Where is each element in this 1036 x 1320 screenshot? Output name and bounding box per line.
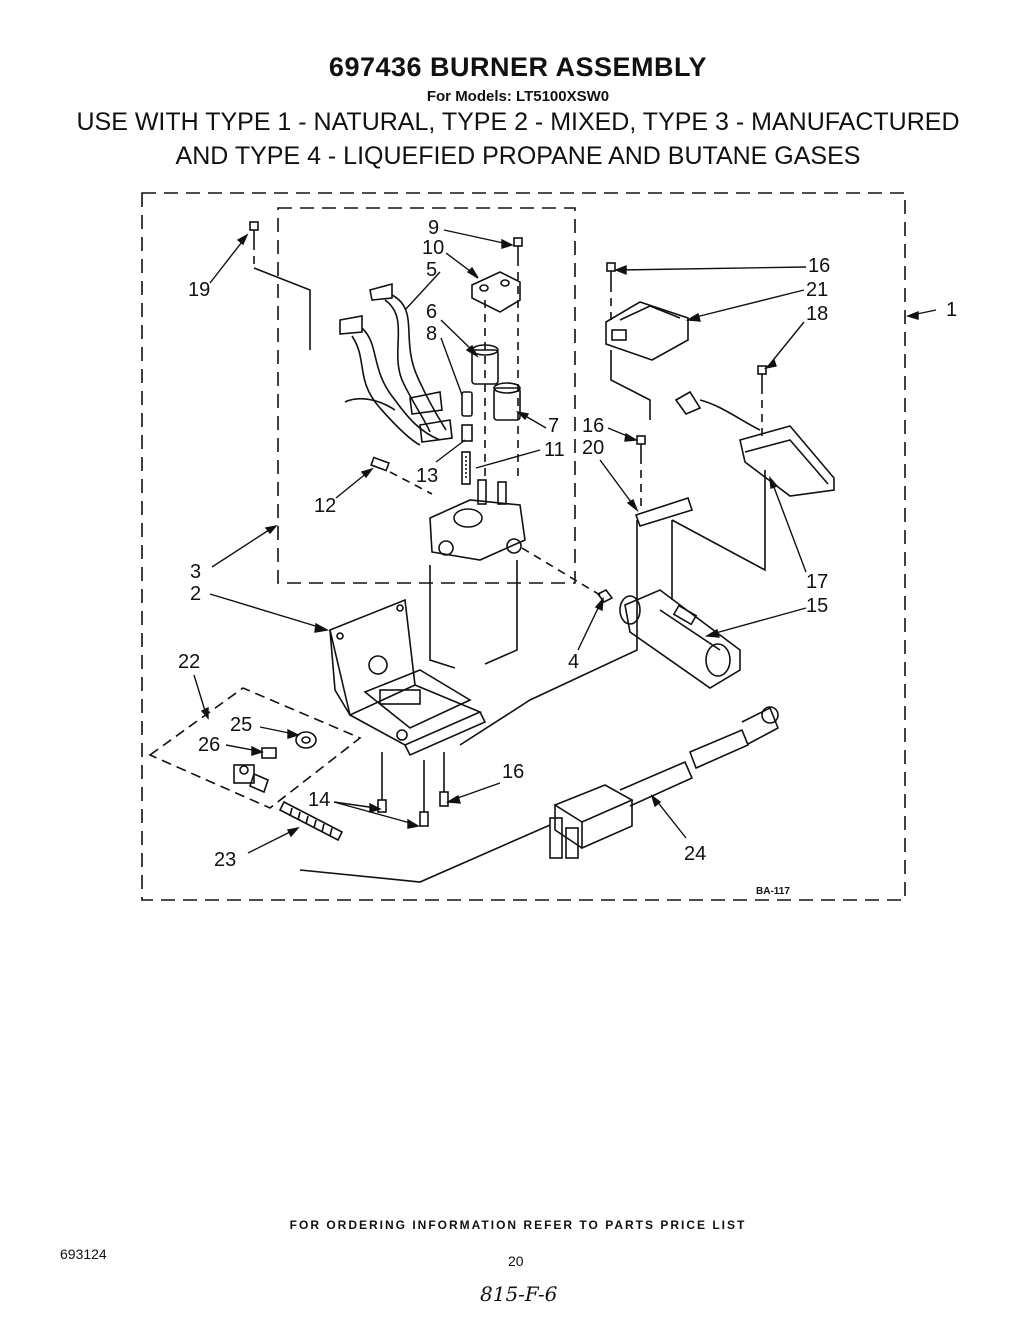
assembly-outline (141, 192, 906, 901)
callout-16-bottom: 16 (502, 761, 524, 783)
callout-19: 19 (188, 279, 210, 301)
callout-16-top: 16 (808, 255, 830, 277)
page-title: 697436 BURNER ASSEMBLY (328, 52, 708, 82)
callout-5: 5 (426, 259, 437, 281)
figure-code: BA-117 (756, 886, 790, 897)
callout-8: 8 (426, 323, 437, 345)
wire-harness (369, 282, 393, 301)
callout-25: 25 (230, 714, 252, 736)
callout-21: 21 (806, 279, 828, 301)
fitting-26 (261, 747, 277, 759)
orifice-4 (596, 588, 614, 604)
screw-16-bottom-icon (439, 752, 449, 807)
callout-15: 15 (806, 595, 828, 617)
ignitor-bracket-21 (605, 301, 689, 361)
gas-valve-body (429, 479, 526, 561)
burner-tube (619, 589, 741, 689)
callout-3: 3 (190, 561, 201, 583)
callout-9: 9 (428, 217, 439, 239)
callout-1: 1 (946, 299, 957, 321)
callout-11: 11 (544, 439, 565, 461)
callout-4: 4 (568, 651, 579, 673)
screw-9-icon (513, 237, 523, 258)
coil-6-icon (471, 344, 499, 385)
callout-2: 2 (190, 583, 201, 605)
valve-group-outline (277, 207, 576, 584)
gas-type-line-1: USE WITH TYPE 1 - NATURAL, TYPE 2 - MIXE… (76, 108, 960, 136)
callout-14: 14 (308, 789, 330, 811)
coil-bracket (471, 271, 521, 313)
gas-nipple (278, 800, 344, 842)
callout-10: 10 (422, 237, 444, 259)
coil-7-icon (493, 382, 521, 421)
screw-14a-icon (377, 752, 387, 813)
callout-17: 17 (806, 571, 828, 593)
screw-16-mid-icon (636, 435, 646, 456)
screw-19-icon (249, 221, 259, 242)
handwritten-note: 815-F-6 (480, 1282, 558, 1306)
callout-7: 7 (548, 415, 559, 437)
ignitor-17 (674, 390, 835, 497)
callout-labels: 1 2 3 4 5 6 7 8 9 10 11 12 13 14 15 16 1… (178, 217, 957, 897)
screw-16-top-icon (606, 262, 616, 284)
shutoff-valve (233, 764, 269, 794)
ordering-information: FOR ORDERING INFORMATION REFER TO PARTS … (289, 1218, 747, 1232)
mounting-bracket (329, 598, 487, 757)
page-number: 20 (508, 1253, 524, 1269)
callout-12: 12 (314, 495, 336, 517)
callout-6: 6 (426, 301, 437, 323)
gas-manifold-24 (549, 706, 780, 859)
callout-16-mid: 16 (582, 415, 604, 437)
document-number: 693124 (60, 1246, 107, 1262)
washer-25 (295, 731, 317, 749)
callout-18: 18 (806, 303, 828, 325)
callout-24: 24 (684, 843, 706, 865)
screw-18-icon (757, 365, 767, 386)
bracket-20 (634, 496, 694, 527)
callout-22: 22 (178, 651, 200, 673)
models-line: For Models: LT5100XSW0 (426, 88, 610, 105)
kit-outline (148, 687, 362, 809)
callout-13: 13 (416, 465, 438, 487)
callout-20: 20 (582, 437, 604, 459)
gas-type-line-2: AND TYPE 4 - LIQUEFIED PROPANE AND BUTAN… (175, 142, 861, 170)
callout-23: 23 (214, 849, 236, 871)
callout-26: 26 (198, 734, 220, 756)
screw-14b-icon (419, 760, 429, 827)
